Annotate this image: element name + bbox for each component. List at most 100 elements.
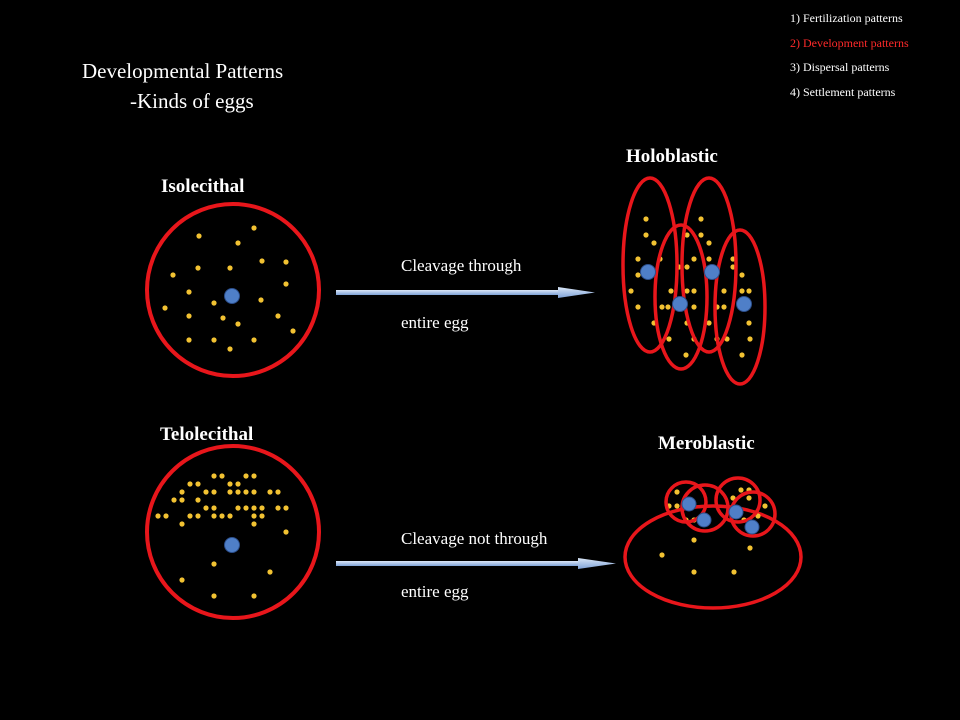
yolk-granule (251, 337, 257, 343)
yolk-granule (251, 505, 257, 511)
yolk-granule (258, 297, 264, 303)
yolk-granule (668, 288, 674, 294)
outline-item-dispersal[interactable]: 3) Dispersal patterns (790, 60, 890, 74)
yolk-granule (179, 521, 185, 527)
yolk-granule (684, 264, 690, 270)
holoblastic-cells (621, 176, 767, 386)
yolk-granule (187, 513, 193, 519)
yolk-granule (211, 300, 217, 306)
yolk-granule (738, 487, 744, 493)
yolk-granule (251, 521, 257, 527)
yolk-granule (698, 216, 704, 222)
yolk-granule (706, 320, 712, 326)
yolk-granule (186, 289, 192, 295)
yolk-granule (211, 505, 217, 511)
yolk-granule (211, 337, 217, 343)
yolk-granule (211, 513, 217, 519)
yolk-granule (267, 489, 273, 495)
yolk-granule (186, 337, 192, 343)
yolk-granule (747, 545, 753, 551)
yolk-granule (251, 225, 257, 231)
label-telolecithal: Telolecithal (160, 424, 254, 445)
yolk-granule (691, 304, 697, 310)
yolk-granule (283, 259, 289, 265)
outline-item-fertilization[interactable]: 1) Fertilization patterns (790, 11, 903, 25)
yolk-granule (195, 265, 201, 271)
yolk-granule (674, 503, 680, 509)
telolecithal-nucleus (224, 537, 240, 553)
yolk-granule (706, 256, 712, 262)
caption-top-line-1: Cleavage through (401, 256, 522, 275)
outline-item-settlement[interactable]: 4) Settlement patterns (790, 84, 896, 99)
yolk-granule (171, 497, 177, 503)
yolk-granule (665, 304, 671, 310)
yolk-granule (674, 489, 680, 495)
yolk-granule (659, 304, 665, 310)
yolk-granule (651, 240, 657, 246)
caption-bottom-line-1: Cleavage not through (401, 529, 548, 548)
meroblastic-yolk-mass (623, 504, 803, 610)
yolk-granule (739, 272, 745, 278)
meroblastic-nucleus-3 (696, 512, 712, 528)
yolk-granule (211, 489, 217, 495)
isolecithal-membrane (145, 202, 321, 378)
caption-bottom-line-2: entire egg (401, 582, 469, 601)
yolk-granule (628, 288, 634, 294)
yolk-granule (643, 216, 649, 222)
yolk-granule (731, 569, 737, 575)
yolk-granule (259, 505, 265, 511)
meroblastic-nucleus-1 (681, 496, 697, 512)
yolk-granule (691, 288, 697, 294)
yolk-granule (706, 240, 712, 246)
yolk-granule (290, 328, 296, 334)
yolk-granule (203, 505, 209, 511)
yolk-granule (195, 513, 201, 519)
yolk-granule (755, 513, 761, 519)
yolk-granule (698, 232, 704, 238)
yolk-granule (721, 288, 727, 294)
meroblastic-yolk (659, 487, 768, 575)
yolk-granule (170, 272, 176, 278)
yolk-granule (739, 352, 745, 358)
telolecithal-membrane (145, 444, 321, 620)
yolk-granule (227, 513, 233, 519)
yolk-granule (635, 272, 641, 278)
outline-item-development[interactable]: 2) Development patterns (790, 35, 909, 50)
holoblastic-nucleus-4 (736, 296, 752, 312)
yolk-granule (251, 513, 257, 519)
holoblastic-cell-4 (713, 228, 767, 386)
yolk-granule (635, 304, 641, 310)
yolk-granule (275, 505, 281, 511)
yolk-granule (283, 281, 289, 287)
yolk-granule (211, 473, 217, 479)
meroblastic-nucleus-4 (744, 519, 760, 535)
yolk-granule (691, 569, 697, 575)
yolk-granule (259, 513, 265, 519)
yolk-granule (666, 336, 672, 342)
yolk-granule (186, 313, 192, 319)
yolk-granule (684, 288, 690, 294)
arrow-bottom (336, 558, 616, 569)
yolk-granule (219, 513, 225, 519)
telolecithal-egg (145, 444, 321, 620)
yolk-granule (196, 233, 202, 239)
yolk-granule (739, 288, 745, 294)
holoblastic-nucleus-3 (672, 296, 688, 312)
yolk-granule (691, 256, 697, 262)
yolk-granule (235, 321, 241, 327)
holoblastic-cell-2 (680, 176, 738, 354)
holoblastic-cell-1 (621, 176, 679, 354)
yolk-granule (235, 240, 241, 246)
isolecithal-egg (145, 202, 321, 378)
yolk-granule (195, 497, 201, 503)
yolk-granule (746, 288, 752, 294)
yolk-granule (227, 265, 233, 271)
arrow-top (336, 287, 595, 298)
meroblastic-nucleus-2 (728, 504, 744, 520)
label-meroblastic: Meroblastic (658, 433, 755, 454)
yolk-granule (203, 489, 209, 495)
isolecithal-yolk (162, 225, 296, 352)
yolk-granule (683, 352, 689, 358)
yolk-granule (659, 552, 665, 558)
